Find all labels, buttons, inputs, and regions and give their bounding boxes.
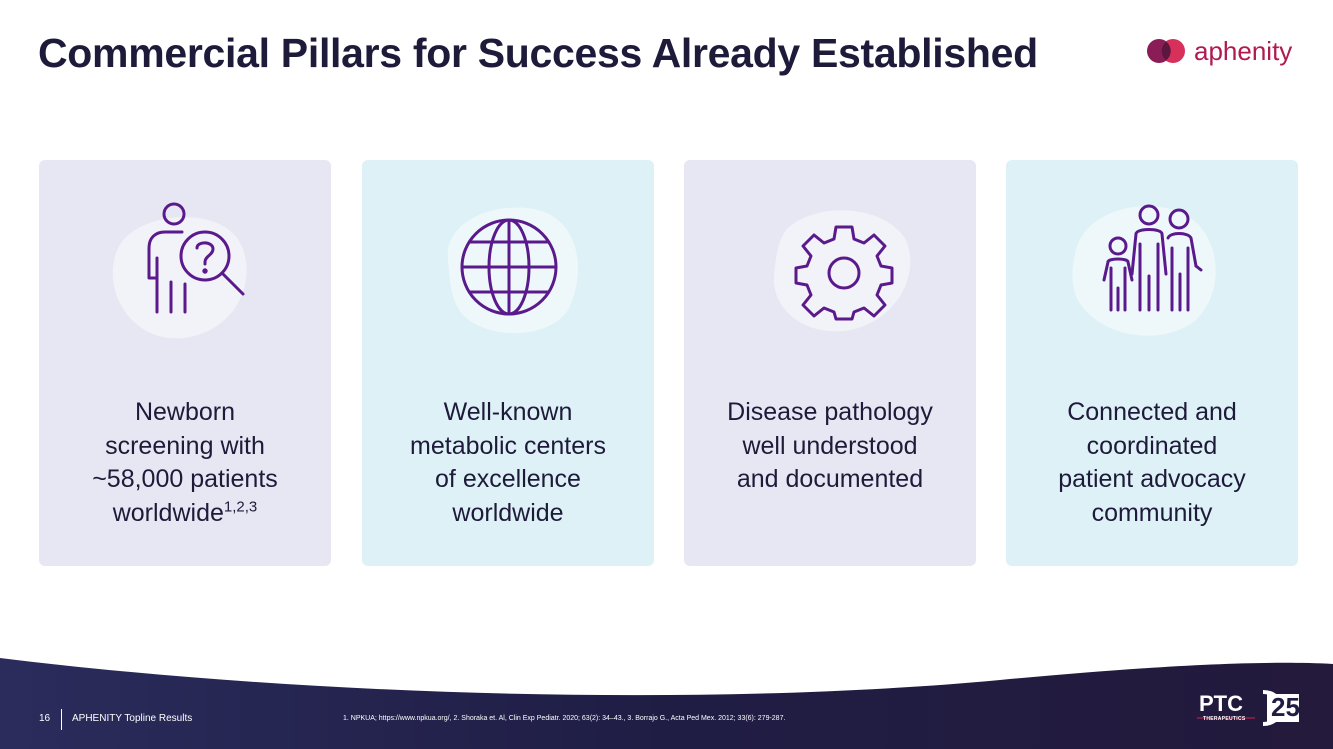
pillar-text-line: coordinated — [1086, 431, 1218, 460]
pillar-text: Well-known metabolic centers of excellen… — [362, 396, 654, 530]
pillar-text-line: screening with — [105, 431, 265, 460]
person-search-icon — [147, 202, 245, 314]
pillar-text: Connected and coordinated patient advoca… — [1006, 396, 1298, 530]
aphenity-logo-mark-icon — [1147, 39, 1185, 63]
pillar-card-patient-advocacy: Connected and coordinated patient advoca… — [1006, 160, 1298, 566]
pillar-text-line: Connected and — [1067, 398, 1237, 426]
aphenity-logo: aphenity — [1136, 28, 1314, 74]
ptc-logo-mark-icon — [1197, 690, 1299, 726]
footer-divider — [61, 709, 62, 730]
globe-icon — [460, 218, 558, 316]
pillar-text-line: Disease pathology — [727, 398, 933, 426]
pillar-card-metabolic-centers: Well-known metabolic centers of excellen… — [362, 160, 654, 566]
gear-icon — [794, 225, 894, 321]
pillar-text-line: of excellence — [435, 465, 581, 493]
pillar-text-line: worldwide — [452, 498, 564, 527]
ptc-therapeutics-logo: PTC THERAPEUTICS 25 — [1195, 690, 1301, 731]
pillar-card-disease-pathology: Disease pathology well understood and do… — [684, 160, 976, 566]
pillar-text-line: Well-known — [443, 398, 573, 426]
footnote-references: 1. NPKUA; https://www.npkua.org/, 2. Sho… — [343, 715, 786, 722]
pillar-text-line: well understood — [742, 431, 918, 460]
pillar-text-line: and documented — [736, 465, 924, 493]
ptc-anniversary-number: 25 — [1271, 692, 1300, 722]
pillar-card-newborn-screening: Newborn screening with ~58,000 patients … — [39, 160, 331, 566]
pillar-text: Disease pathology well understood and do… — [684, 396, 976, 497]
ptc-logo-name: PTC — [1199, 691, 1243, 716]
pillar-text-line: worldwide1,2,3 — [39, 497, 331, 531]
footer-deck-title: APHENITY Topline Results — [72, 713, 193, 724]
pillar-text-line: metabolic centers — [410, 431, 606, 460]
page-title: Commercial Pillars for Success Already E… — [38, 30, 1038, 76]
footnote-reference: 1,2,3 — [223, 498, 258, 516]
page-number: 16 — [39, 713, 51, 724]
pillar-text-last-word: worldwide — [112, 498, 224, 527]
family-icon — [1102, 204, 1203, 312]
pillar-text-line: community — [1091, 498, 1213, 527]
pillar-text-line: Newborn — [134, 398, 236, 426]
pillar-text-line: patient advocacy — [1058, 465, 1246, 493]
pillar-text: Newborn screening with ~58,000 patients … — [39, 396, 331, 530]
ptc-logo-sub: THERAPEUTICS — [1203, 716, 1246, 722]
aphenity-logo-text: aphenity — [1194, 35, 1293, 66]
footer-wave-background — [0, 658, 1333, 749]
pillar-text-line: ~58,000 patients — [92, 465, 278, 493]
